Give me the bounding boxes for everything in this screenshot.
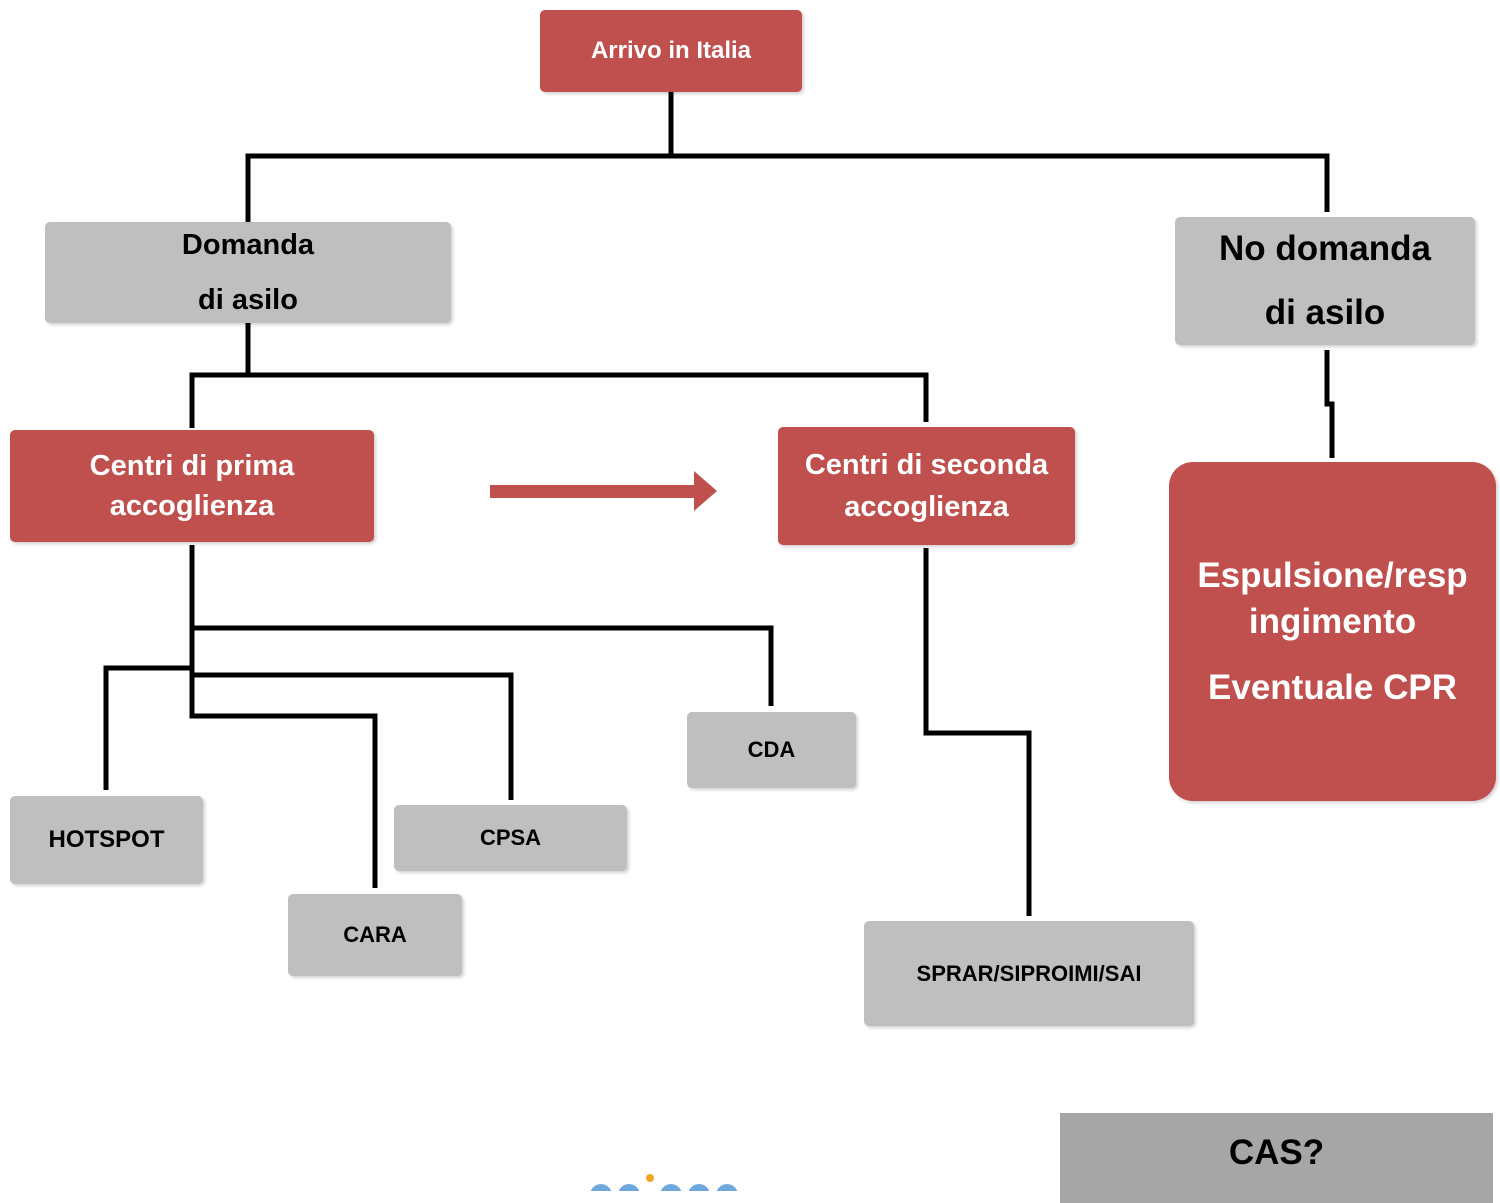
node-arrivo-in-italia: Arrivo in Italia <box>540 10 802 92</box>
node-label-line-1: No domanda <box>1219 229 1431 268</box>
node-cara: CARA <box>288 894 462 976</box>
edge-seconda-sprar <box>923 548 1032 916</box>
node-label: CARA <box>343 922 407 947</box>
node-label: CDA <box>747 737 796 762</box>
node-espulsione-respingimento: Espulsione/resp ingimento Eventuale CPR <box>1169 462 1496 801</box>
node-label-line-1: Espulsione/resp <box>1197 555 1468 595</box>
node-label: HOTSPOT <box>48 826 165 853</box>
edge-arrivo-domanda <box>245 92 674 222</box>
logo <box>590 1172 770 1191</box>
node-label-line-2: accoglienza <box>109 490 275 522</box>
edge-domanda-prima <box>189 323 251 428</box>
node-label-line-3: Eventuale CPR <box>1208 667 1457 707</box>
node-domanda-di-asilo: Domanda di asilo <box>45 222 451 323</box>
node-label-line-1: Centri di prima <box>89 450 295 482</box>
node-centri-prima-accoglienza: Centri di prima accoglienza <box>10 430 374 542</box>
node-label-line-2: di asilo <box>1264 293 1386 332</box>
node-label-line-2: accoglienza <box>844 491 1009 523</box>
edge-prima-cda <box>189 545 774 706</box>
transition-arrow <box>490 471 717 511</box>
node-cas: CAS? <box>1060 1113 1493 1203</box>
node-sprar-siproimi-sai: SPRAR/SIPROIMI/SAI <box>864 921 1194 1026</box>
node-label: SPRAR/SIPROIMI/SAI <box>916 960 1142 986</box>
edge-prima-hotspot <box>103 665 192 790</box>
edge-no-domanda-espulsione <box>1324 350 1335 458</box>
edge-prima-cpsa <box>192 672 514 800</box>
node-label: CPSA <box>479 825 542 850</box>
node-label-line-1: Centri di seconda <box>804 449 1049 481</box>
edge-arrivo-no-domanda <box>671 153 1330 212</box>
edge-domanda-seconda <box>248 372 929 422</box>
node-cpsa: CPSA <box>394 805 627 871</box>
node-centri-seconda-accoglienza: Centri di seconda accoglienza <box>778 427 1075 545</box>
edge-prima-cara <box>189 628 378 888</box>
node-label-line-1: Domanda <box>181 228 315 261</box>
node-no-domanda-di-asilo: No domanda di asilo <box>1175 217 1475 345</box>
node-hotspot: HOTSPOT <box>10 796 203 884</box>
node-label-line-2: ingimento <box>1248 601 1417 641</box>
node-cda: CDA <box>687 712 856 788</box>
node-label: CAS? <box>1228 1133 1325 1172</box>
node-label: Arrivo in Italia <box>590 37 752 64</box>
node-label-line-2: di asilo <box>198 283 298 316</box>
